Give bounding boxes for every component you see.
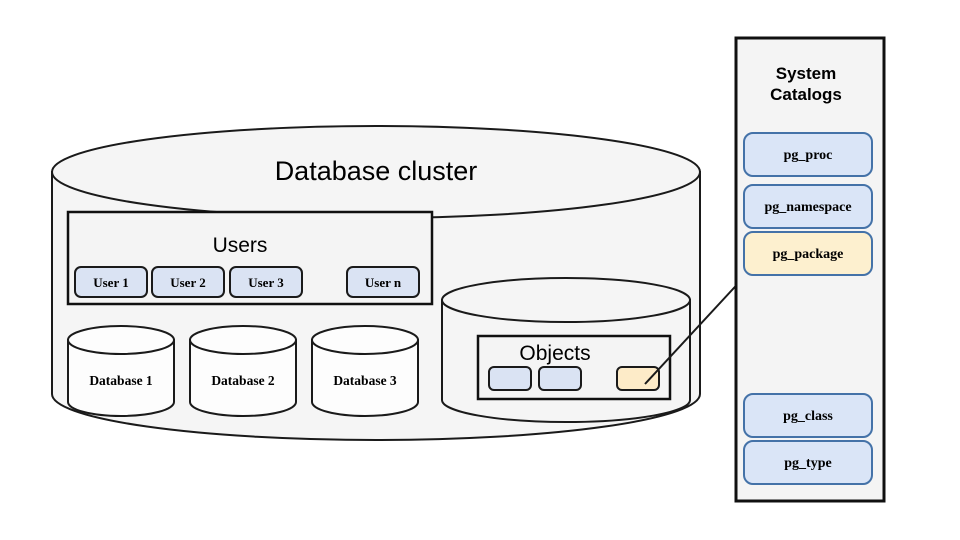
user-chip-3-label: User 3 <box>248 275 284 290</box>
catalog-entry-pg-proc-box[interactable] <box>743 132 873 177</box>
user-chip-2-box[interactable] <box>151 266 225 298</box>
database-1-body[interactable] <box>67 339 175 417</box>
page-title: Database cluster <box>275 156 478 186</box>
database-1-top[interactable] <box>67 325 175 355</box>
database-3-top[interactable] <box>311 325 419 355</box>
user-chip-2[interactable]: User 2 <box>151 266 225 298</box>
users-section: Users User 1 User 2 User 3 User n <box>66 210 434 306</box>
catalog-entry-pg-type-label: pg_type <box>784 456 831 471</box>
system-catalogs-title-line2: Catalogs <box>770 85 842 104</box>
database-3-label: Database 3 <box>333 373 397 388</box>
objects-item-1[interactable] <box>488 366 532 391</box>
system-catalogs-panel: System Catalogs pg_proc pg_namespace pg_… <box>734 36 886 503</box>
database-2-body[interactable] <box>189 339 297 417</box>
catalog-entry-pg-class-label: pg_class <box>783 409 833 424</box>
catalog-entry-pg-namespace-label: pg_namespace <box>764 200 851 215</box>
catalog-entry-pg-package-box[interactable] <box>743 231 873 276</box>
catalog-entry-pg-namespace-box[interactable] <box>743 184 873 229</box>
catalog-entry-pg-package-label: pg_package <box>773 247 844 262</box>
catalog-entry-pg-proc[interactable]: pg_proc <box>743 132 873 177</box>
user-chip-2-label: User 2 <box>170 275 206 290</box>
catalog-entry-pg-namespace[interactable]: pg_namespace <box>743 184 873 229</box>
users-section-label: Users <box>213 234 268 257</box>
user-chip-3[interactable]: User 3 <box>229 266 303 298</box>
database-3[interactable]: Database 3 <box>311 325 419 417</box>
objects-item-2[interactable] <box>538 366 582 391</box>
catalog-entry-pg-type[interactable]: pg_type <box>743 440 873 485</box>
catalog-entry-pg-package[interactable]: pg_package <box>743 231 873 276</box>
user-chip-3-box[interactable] <box>229 266 303 298</box>
catalog-entry-pg-class-box[interactable] <box>743 393 873 438</box>
database-1-label: Database 1 <box>89 373 153 388</box>
database-1[interactable]: Database 1 <box>67 325 175 417</box>
catalog-entry-pg-proc-label: pg_proc <box>784 148 833 163</box>
user-chip-n[interactable]: User n <box>346 266 420 298</box>
database-3-body[interactable] <box>311 339 419 417</box>
database-2[interactable]: Database 2 <box>189 325 297 417</box>
database-2-label: Database 2 <box>211 373 275 388</box>
objects-cylinder-top[interactable] <box>441 277 691 323</box>
user-chip-1[interactable]: User 1 <box>74 266 148 298</box>
catalog-entry-pg-class[interactable]: pg_class <box>743 393 873 438</box>
system-catalogs-title-line1: System <box>776 64 836 83</box>
user-chip-n-label: User n <box>365 275 402 290</box>
user-chip-1-box[interactable] <box>74 266 148 298</box>
catalog-entry-pg-type-box[interactable] <box>743 440 873 485</box>
database-cluster: Database cluster Users User 1 User 2 Use… <box>51 125 701 441</box>
user-chip-1-label: User 1 <box>93 275 129 290</box>
database-2-top[interactable] <box>189 325 297 355</box>
objects-item-highlighted[interactable] <box>616 366 660 391</box>
objects-section-label: Objects <box>519 342 590 365</box>
objects-cylinder[interactable]: Objects <box>441 277 691 423</box>
user-chip-n-box[interactable] <box>346 266 420 298</box>
